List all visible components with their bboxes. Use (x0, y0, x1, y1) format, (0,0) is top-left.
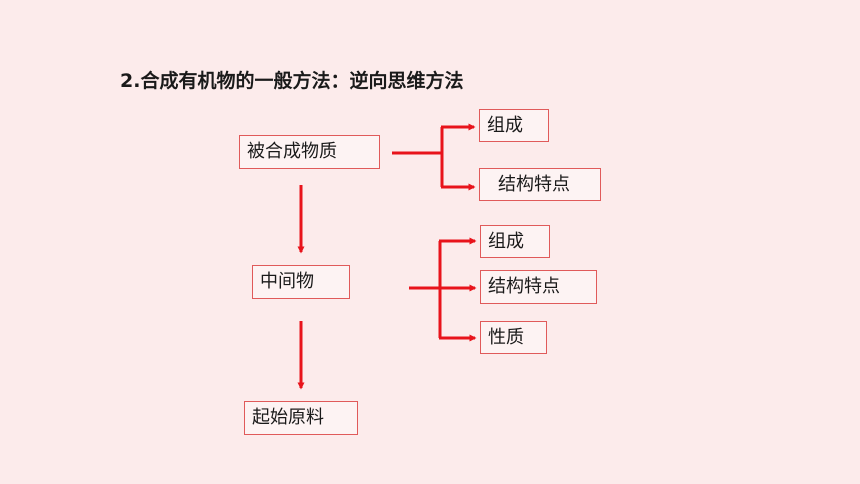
target-branch-composition-label: 组成 (487, 114, 523, 136)
intermediate-branch-composition: 组成 (480, 225, 550, 258)
node-intermediate: 中间物 (252, 265, 350, 299)
target-branch-structure-label: 结构特点 (498, 173, 570, 195)
node-raw-material-label: 起始原料 (252, 407, 324, 428)
target-branch-structure: 结构特点 (479, 168, 601, 201)
page-title: 2.合成有机物的一般方法：逆向思维方法 (120, 70, 464, 92)
target-branch-composition: 组成 (479, 109, 549, 142)
node-intermediate-label: 中间物 (260, 271, 314, 292)
node-target-label: 被合成物质 (247, 141, 337, 162)
intermediate-branch-property: 性质 (480, 321, 547, 354)
intermediate-branch-composition-label: 组成 (488, 230, 524, 252)
node-target-substance: 被合成物质 (239, 135, 380, 169)
intermediate-branch-structure-label: 结构特点 (488, 276, 560, 297)
intermediate-branch-structure: 结构特点 (480, 270, 597, 304)
node-raw-material: 起始原料 (244, 401, 358, 435)
intermediate-branch-property-label: 性质 (488, 326, 524, 348)
